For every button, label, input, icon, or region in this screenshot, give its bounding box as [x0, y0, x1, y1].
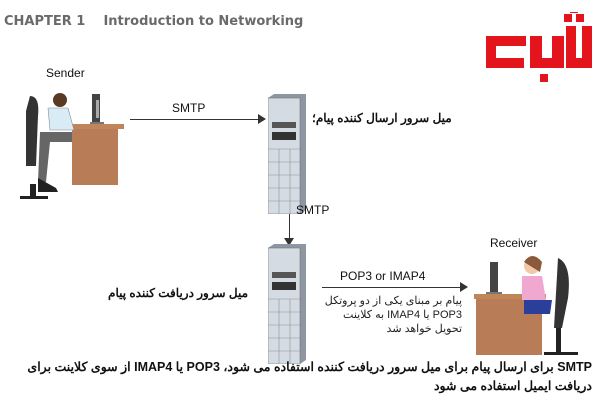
sending-mail-server-icon	[268, 94, 306, 214]
arrowhead-icon	[284, 238, 294, 246]
smtp-arrow	[130, 119, 262, 120]
shabake-logo	[486, 12, 592, 82]
smtp-label-2: SMTP	[296, 203, 330, 217]
chapter-number: CHAPTER 1	[4, 14, 86, 29]
pop3-imap4-arrow	[322, 287, 462, 288]
sending-server-label: میل سرور ارسال کننده پیام؛	[312, 111, 452, 125]
smtp-down-arrow	[289, 214, 290, 240]
figure-caption: SMTP برای ارسال پیام برای میل سرور دریاف…	[27, 360, 592, 393]
receiving-server-label: میل سرور دریافت کننده پیام	[108, 286, 248, 300]
chapter-title: Introduction to Networking	[103, 14, 304, 29]
pop3-imap4-label: POP3 or IMAP4	[340, 269, 426, 283]
receiving-mail-server-icon	[268, 244, 306, 364]
note-line: پیام بر مبنای یکی از دو پروتکل	[324, 295, 462, 307]
note-line: تحویل خواهد شد	[386, 323, 462, 335]
arrowhead-icon	[258, 114, 266, 124]
delivery-note: پیام بر مبنای یکی از دو پروتکل POP3 یا I…	[320, 294, 462, 336]
sender-person-icon	[20, 93, 124, 199]
receiver-person-icon	[474, 256, 578, 355]
note-line: POP3 یا IMAP4 به کلاینت	[343, 309, 462, 321]
receiver-label: Receiver	[490, 236, 538, 250]
chapter-header: CHAPTER 1 Introduction to Networking	[4, 14, 303, 29]
arrowhead-icon	[460, 282, 468, 292]
smtp-label: SMTP	[172, 101, 206, 115]
sender-label: Sender	[46, 66, 85, 80]
